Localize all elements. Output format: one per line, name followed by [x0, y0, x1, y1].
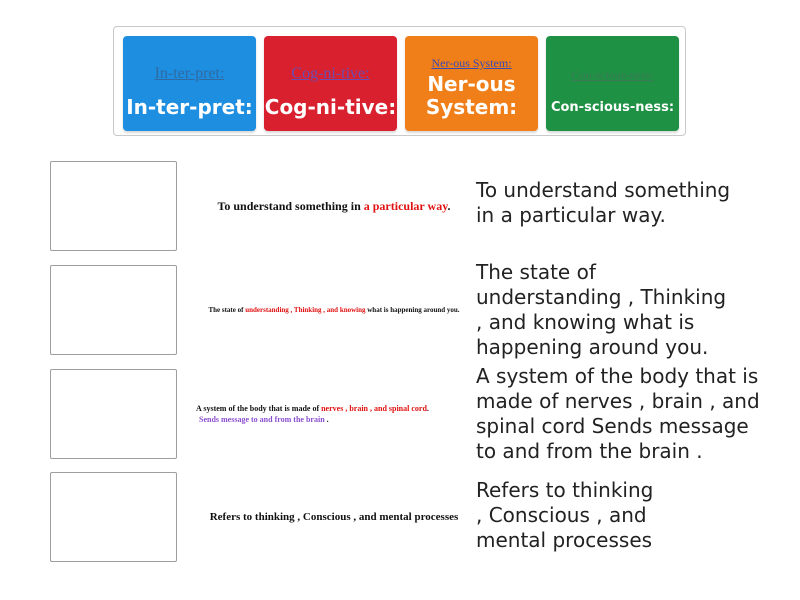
tile-label-line: Ner-ous: [427, 72, 516, 96]
clue-image-text: what is happening around you.: [365, 306, 460, 314]
drop-zone[interactable]: [50, 472, 177, 562]
clue-text: A system of the body that is made of ner…: [476, 364, 760, 464]
drop-zone[interactable]: [50, 369, 177, 459]
clue-text-line: to and from the brain .: [476, 439, 703, 463]
clue-image: The state of understanding , Thinking , …: [196, 265, 472, 355]
tile-label: Cog-ni-tive:: [264, 95, 397, 119]
match-row: A system of the body that is made of ner…: [50, 364, 790, 463]
match-row: To understand something in a particular …: [50, 161, 790, 253]
clue-text-line: understanding , Thinking: [476, 285, 727, 309]
tile-image-text: Ner-ous System:: [431, 56, 512, 70]
tile-label: Con-scious-ness:: [550, 100, 675, 115]
clue-text: Refers to thinking , Conscious , and men…: [476, 478, 653, 553]
tile-label: Ner-ous System:: [405, 73, 538, 119]
tile-consciousness[interactable]: Con-scious-ness: Con-scious-ness:: [546, 36, 679, 131]
tile-image-text: Con-scious-ness:: [571, 68, 654, 82]
clue-image-text: A system of the body that is made of: [196, 404, 322, 413]
clue-image-text: .: [426, 404, 429, 413]
clue-text: To understand something in a particular …: [476, 178, 730, 228]
clue-image: A system of the body that is made of ner…: [196, 369, 472, 459]
clue-text-line: A system of the body that is: [476, 364, 759, 388]
clue-image-text: .: [324, 415, 329, 424]
answer-tile-tray: In-ter-pret: In-ter-pret: Cog-ni-tive: C…: [113, 26, 686, 136]
match-row: Refers to thinking , Conscious , and men…: [50, 472, 790, 564]
clue-text-line: in a particular way.: [476, 203, 666, 227]
clue-text-line: Refers to thinking: [476, 478, 654, 502]
clue-text: The state of understanding , Thinking , …: [476, 260, 726, 360]
tile-label-line: System:: [425, 95, 518, 119]
clue-image-highlight: Sends message to and from the brain: [199, 415, 325, 424]
clue-image-text: To understand something in: [217, 198, 364, 213]
clue-image: Refers to thinking , Conscious , and men…: [196, 472, 472, 562]
tile-label: In-ter-pret:: [126, 95, 253, 119]
tile-image-text: In-ter-pret:: [154, 65, 225, 82]
clue-image-highlight: nerves , brain , and spinal cord: [321, 404, 427, 413]
tile-cognitive[interactable]: Cog-ni-tive: Cog-ni-tive:: [264, 36, 397, 131]
clue-image-highlight: understanding , Thinking , and knowing: [245, 306, 366, 314]
clue-text-line: happening around you.: [476, 335, 709, 359]
match-row: The state of understanding , Thinking , …: [50, 260, 790, 359]
clue-image-text: The state of: [208, 306, 246, 314]
clue-image: To understand something in a particular …: [196, 161, 472, 251]
tile-image-text: Cog-ni-tive:: [291, 65, 370, 82]
clue-text-line: mental processes: [476, 528, 653, 552]
clue-text-line: spinal cord Sends message: [476, 414, 749, 438]
drop-zone[interactable]: [50, 265, 177, 355]
clue-text-line: , Conscious , and: [476, 503, 647, 527]
clue-image-text: Refers to thinking , Conscious , and men…: [209, 511, 459, 523]
clue-text-line: , and knowing what is: [476, 310, 695, 334]
clue-text-line: The state of: [476, 260, 596, 284]
clue-text-line: To understand something: [476, 178, 731, 202]
drop-zone[interactable]: [50, 161, 177, 251]
clue-text-line: made of nerves , brain , and: [476, 389, 760, 413]
tile-nervous-system[interactable]: Ner-ous System: Ner-ous System:: [405, 36, 538, 131]
clue-image-text: .: [447, 198, 451, 213]
tile-interpret[interactable]: In-ter-pret: In-ter-pret:: [123, 36, 256, 131]
clue-image-highlight: a particular way: [363, 198, 448, 213]
